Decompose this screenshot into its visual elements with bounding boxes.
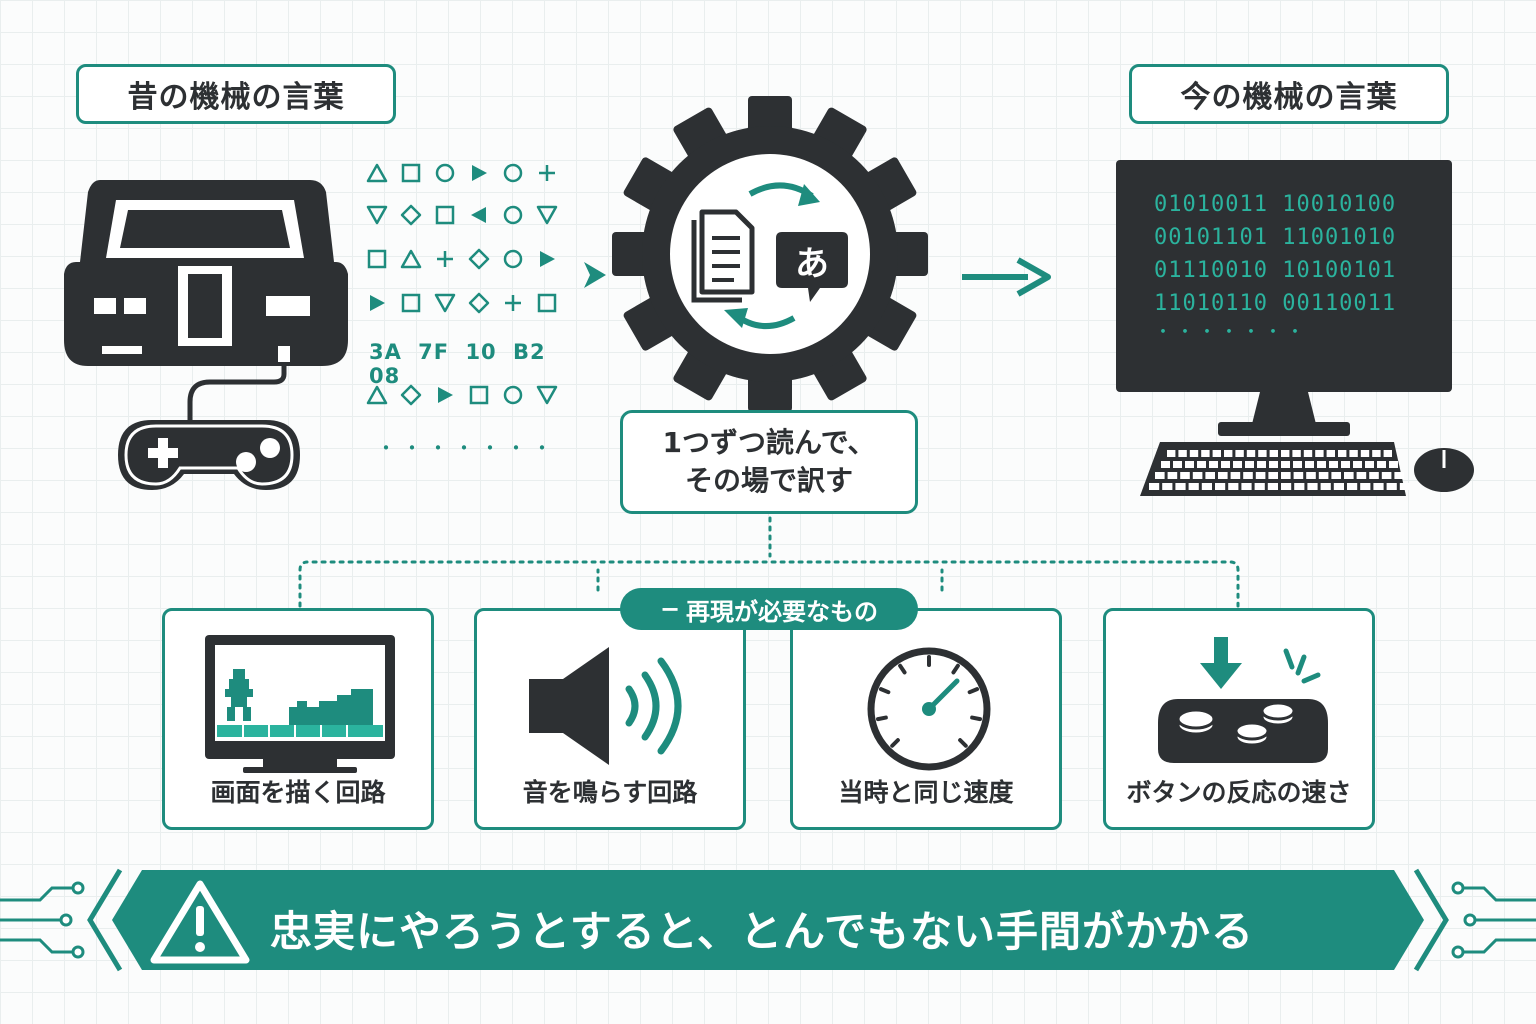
card-screen-circuit: 画面を描く回路 (162, 608, 434, 830)
play-symbol-icon (468, 162, 490, 184)
card-label-screen: 画面を描く回路 (210, 778, 386, 807)
old-machine-label: 昔の機械の言葉 (76, 64, 396, 124)
monitor-screen: 01010011 10010100 00101101 11001010 0111… (1128, 172, 1440, 368)
process-caption-line2: その場で訳す (684, 464, 853, 497)
plus-symbol-icon (502, 292, 524, 314)
card-sound-circuit: 音を鳴らす回路 (474, 608, 746, 830)
binary-line: 01110010 10100101 (1154, 258, 1397, 283)
binary-ellipsis: ・・・・・・・ (1154, 322, 1308, 343)
plus-symbol-icon (536, 162, 558, 184)
circle-symbol-icon (502, 162, 524, 184)
diamond-symbol-icon (468, 292, 490, 314)
required-heading: − 再現が必要なもの (620, 588, 918, 630)
triangle-symbol-icon (366, 162, 388, 184)
retro-console-icon (64, 180, 348, 490)
card-label-speed: 当時と同じ速度 (838, 778, 1014, 807)
triangle-symbol-icon (400, 248, 422, 270)
circle-symbol-icon (502, 384, 524, 406)
triangle-down-symbol-icon (536, 204, 558, 226)
japanese-bubble-char: あ (795, 243, 829, 284)
hex-code-line: 3A 7F 10 B2 08 (369, 340, 546, 388)
speedometer-icon (867, 647, 991, 771)
card-button-response: ボタンの反応の速さ (1103, 608, 1375, 830)
old-machine-label-text: 昔の機械の言葉 (127, 80, 345, 115)
play-symbol-icon (434, 384, 456, 406)
warning-banner (0, 868, 1536, 972)
square-symbol-icon (434, 204, 456, 226)
symbol-row (366, 204, 558, 226)
square-symbol-icon (536, 292, 558, 314)
circle-symbol-icon (502, 204, 524, 226)
card-label-button: ボタンの反応の速さ (1126, 778, 1352, 807)
triangle-down-symbol-icon (536, 384, 558, 406)
diamond-symbol-icon (400, 204, 422, 226)
arrow-right-icon (584, 262, 606, 288)
square-symbol-icon (366, 248, 388, 270)
new-machine-label: 今の機械の言葉 (1129, 64, 1449, 124)
play-symbol-icon (366, 292, 388, 314)
button-press-icon (1158, 637, 1328, 763)
symbol-row (366, 162, 558, 184)
binary-line: 11010110 00110011 (1154, 291, 1397, 316)
process-caption: 1つずつ読んで、 その場で訳す (620, 410, 918, 514)
warning-text: 忠実にやろうとすると、とんでもない手間がかかる (270, 906, 1254, 956)
arrow-right-long-icon (962, 257, 1051, 297)
play-symbol-icon (536, 248, 558, 270)
plus-symbol-icon (434, 248, 456, 270)
binary-line: 01010011 10010100 (1154, 192, 1397, 217)
card-label-sound: 音を鳴らす回路 (522, 778, 698, 807)
triangle-down-symbol-icon (366, 204, 388, 226)
square-symbol-icon (400, 162, 422, 184)
triangle-symbol-icon (366, 384, 388, 406)
warning-icon (150, 880, 250, 964)
process-caption-line1: 1つずつ読んで、 (662, 426, 876, 459)
dash-mark: − (659, 595, 681, 623)
old-code-ellipsis: ・・・・・・・ (376, 436, 558, 460)
symbol-row (366, 248, 558, 270)
old-code-grid: 3A 7F 10 B2 08 ・・・・・・・ (366, 162, 586, 462)
diamond-symbol-icon (400, 384, 422, 406)
tv-pixel-icon (205, 635, 395, 773)
binary-line: 00101101 11001010 (1154, 225, 1397, 250)
triangle-down-symbol-icon (434, 292, 456, 314)
square-symbol-icon (468, 384, 490, 406)
card-speed: 当時と同じ速度 (790, 608, 1062, 830)
square-symbol-icon (400, 292, 422, 314)
diamond-symbol-icon (468, 248, 490, 270)
speaker-icon (529, 647, 682, 765)
translator-gear-icon (612, 96, 928, 412)
symbol-row (366, 292, 558, 314)
symbol-row (366, 384, 558, 406)
play-left-symbol-icon (468, 204, 490, 226)
circle-symbol-icon (434, 162, 456, 184)
new-machine-label-text: 今の機械の言葉 (1180, 80, 1398, 115)
circle-symbol-icon (502, 248, 524, 270)
required-heading-text: 再現が必要なもの (686, 597, 879, 626)
